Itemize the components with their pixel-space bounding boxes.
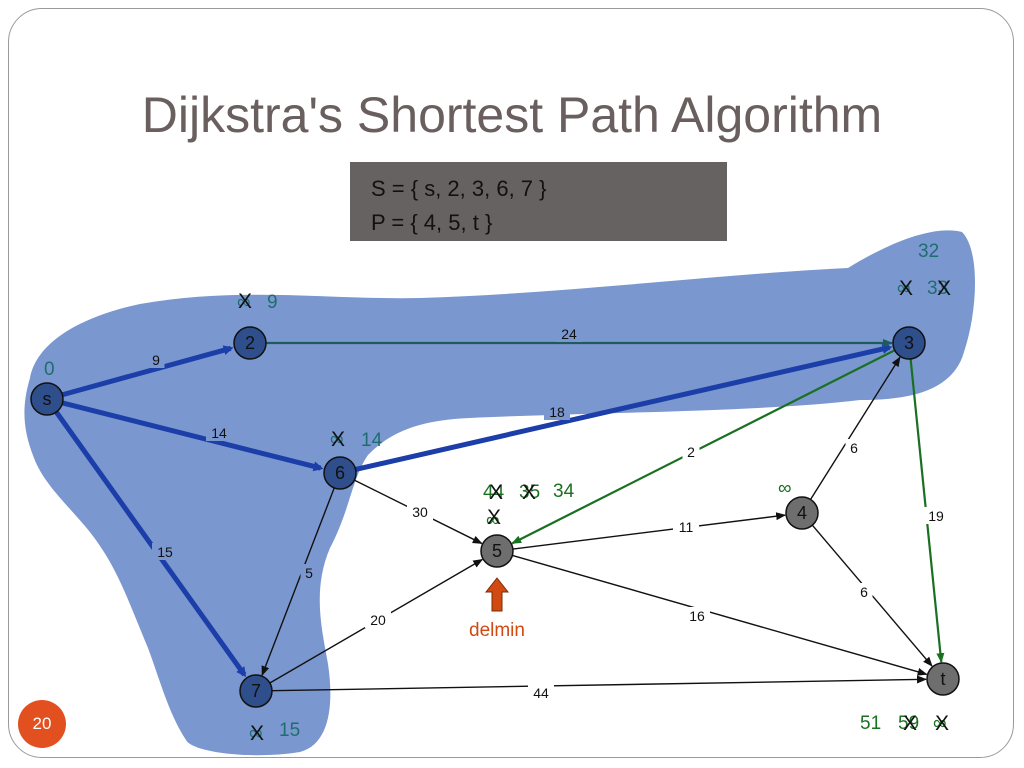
cross-mark-3b: X [937, 277, 951, 300]
node-label-5: 5 [492, 541, 502, 561]
node-label-3: 3 [904, 333, 914, 353]
cross-mark-2: X [238, 290, 252, 313]
dist-3-current: 32 [918, 241, 939, 262]
node-5 [480, 534, 514, 568]
dist-3-crossed-33: 33 [927, 278, 948, 299]
edge-weight-3-5: 2 [687, 444, 695, 460]
set-p-text: P = { 4, 5, t } [371, 210, 493, 235]
dist-2-current: 9 [267, 292, 278, 313]
dist-s-current: 0 [44, 359, 55, 380]
cross-mark-ta: X [903, 712, 917, 735]
edge-label-bg [923, 507, 949, 524]
edge-3-5 [511, 349, 896, 545]
dist-7-current: 15 [279, 720, 300, 741]
node-6 [323, 456, 357, 490]
node-7 [239, 674, 273, 708]
edge-weight-6-3: 18 [549, 404, 565, 420]
node-label-2: 2 [245, 333, 255, 353]
edge-weight-7-5: 20 [370, 612, 386, 628]
edge-label-bg [544, 403, 570, 420]
edge-weight-4-3: 6 [850, 440, 858, 456]
edge-weight-2-3: 24 [561, 326, 577, 342]
edge-label-bg [682, 443, 700, 460]
edge-label-bg [206, 424, 232, 441]
cross-mark-tb: X [935, 712, 949, 735]
set-s-text: S = { s, 2, 3, 6, 7 } [371, 176, 547, 201]
node-label-s: s [43, 389, 52, 409]
edge-label-bg [855, 583, 873, 600]
dist-6-current: 14 [361, 430, 383, 451]
edge-label-bg [300, 564, 318, 581]
edge-weight-4-t: 6 [860, 584, 868, 600]
dist-5-crossed-35: 35 [519, 482, 540, 503]
dist-5-crossed-inf: ∞ [486, 510, 500, 531]
edge-s-6 [61, 400, 324, 472]
edge-6-7 [261, 487, 335, 677]
cross-mark-3a: X [899, 277, 913, 300]
edge-4-3 [809, 356, 901, 500]
edge-weight-5-4: 11 [679, 519, 694, 535]
edge-label-bg [152, 543, 178, 560]
dist-2-crossed: ∞ [237, 292, 251, 313]
node-label-7: 7 [251, 681, 261, 701]
edge-weight-6-5: 30 [412, 504, 428, 520]
dist-5-current: 34 [553, 481, 575, 502]
dist-t-current: 51 [860, 713, 881, 734]
edge-label-bg [684, 607, 710, 624]
edge-label-bg [407, 503, 433, 520]
dist-7-crossed: ∞ [249, 723, 263, 744]
edge-5-4 [512, 512, 787, 550]
node-t [926, 662, 960, 696]
delmin-arrow-icon [484, 577, 510, 612]
explored-region [24, 230, 975, 756]
dist-4-current: ∞ [778, 478, 792, 499]
cross-mark-5a: X [489, 481, 503, 504]
dist-t-crossed-inf: ∞ [933, 713, 947, 734]
edge-label-bg [147, 351, 165, 368]
dist-5-crossed-44: 44 [483, 482, 505, 503]
cross-mark-5b: X [522, 481, 536, 504]
page-number-badge: 20 [18, 700, 66, 748]
edge-weight-s-7: 15 [157, 544, 173, 560]
edge-label-bg [673, 518, 699, 535]
slide-title: Dijkstra's Shortest Path Algorithm [141, 87, 883, 143]
edge-weight-s-2: 9 [152, 352, 160, 368]
delmin-label: delmin [469, 620, 525, 641]
node-layer: s 2 3 6 7 4 5 t [30, 326, 960, 708]
node-s [30, 382, 64, 416]
edge-weight-6-7: 5 [305, 565, 313, 581]
cross-mark-5c: X [487, 506, 501, 529]
edge-weight-5-t: 16 [689, 608, 705, 624]
cross-mark-7: X [250, 722, 264, 745]
edge-label-bg [556, 325, 582, 342]
dist-t-crossed-59: 59 [898, 713, 919, 734]
edge-label-bg [365, 611, 391, 628]
node-3 [892, 326, 926, 360]
dist-3-crossed-inf: ∞ [897, 278, 911, 299]
sets-box: S = { s, 2, 3, 6, 7 } P = { 4, 5, t } [350, 162, 727, 241]
node-label-4: 4 [797, 503, 807, 523]
edge-label-bg [528, 684, 554, 701]
edge-label-bg [845, 439, 863, 456]
node-label-t: t [940, 669, 945, 689]
cross-mark-6: X [331, 428, 345, 451]
node-label-6: 6 [335, 463, 345, 483]
node-4 [785, 496, 819, 530]
node-2 [233, 326, 267, 360]
dist-6-crossed: ∞ [330, 429, 344, 450]
edge-weight-3-t: 19 [928, 508, 944, 524]
edge-6-3 [355, 344, 893, 472]
edge-s-2 [61, 345, 234, 398]
edge-s-7 [54, 410, 247, 678]
edge-weight-s-6: 14 [211, 425, 227, 441]
edge-5-t [512, 554, 928, 676]
edge-weight-7-t: 44 [533, 685, 549, 701]
edge-7-t [271, 675, 928, 692]
